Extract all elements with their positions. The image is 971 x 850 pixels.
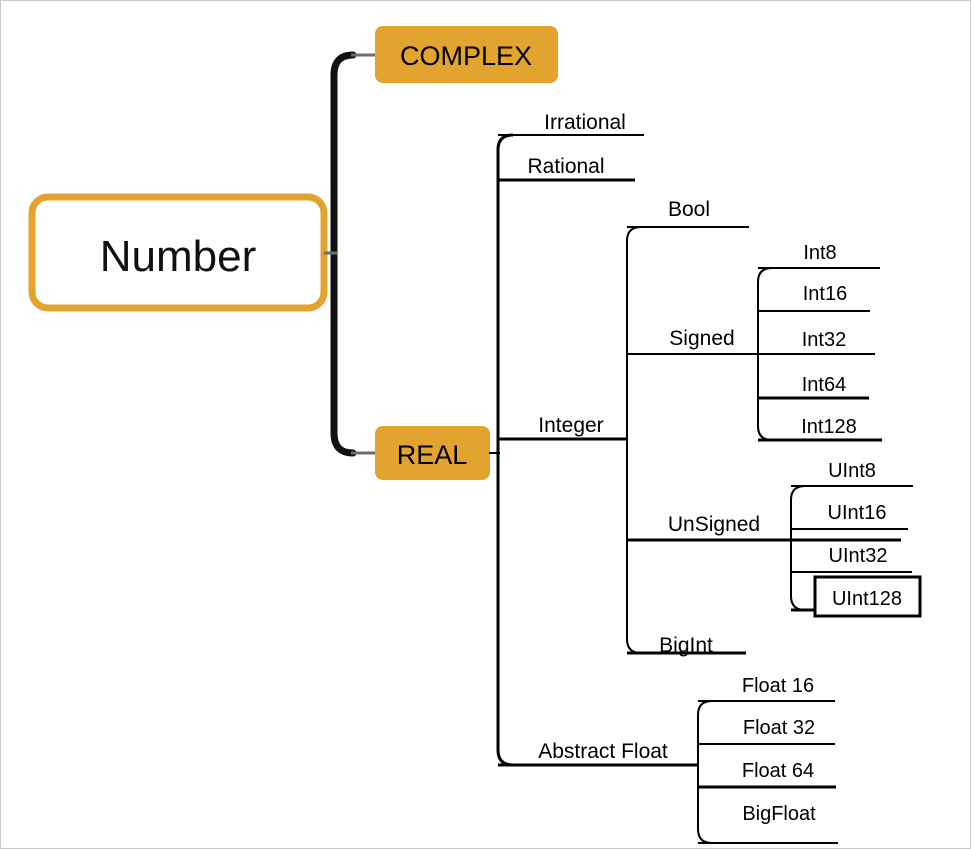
leaf-uint128-label: UInt128 [832,588,902,610]
branch-abstract-float[interactable]: Abstract Float [498,740,698,767]
leaf-int8-label: Int8 [803,242,836,264]
branch-irrational[interactable]: Irrational [498,111,644,136]
branch-bigint[interactable]: BigInt [627,634,746,657]
leaf-int128-label: Int128 [801,416,857,438]
unsigned-children-spine [790,485,806,611]
leaf-bigfloat-label: BigFloat [742,803,816,825]
leaf-float16[interactable]: Float 16 [698,675,835,702]
leaf-uint8[interactable]: UInt8 [791,460,913,487]
leaf-float64-label: Float 64 [742,760,814,782]
float-children-spine [697,700,713,844]
branch-bigint-label: BigInt [659,634,713,657]
branch-integer-label: Integer [538,414,603,437]
leaf-uint32-label: UInt32 [829,545,888,567]
leaf-int64-label: Int64 [802,374,846,396]
branch-rational-label: Rational [527,155,604,178]
leaf-uint16[interactable]: UInt16 [791,502,908,530]
leaf-int8[interactable]: Int8 [758,242,880,269]
integer-children-spine [626,226,642,654]
leaf-int32[interactable]: Int32 [758,329,875,355]
leaf-uint32[interactable]: UInt32 [791,545,912,573]
leaf-float32[interactable]: Float 32 [698,717,835,745]
branch-unsigned[interactable]: UnSigned [627,513,901,542]
branch-bool-label: Bool [668,198,710,221]
leaf-int32-label: Int32 [802,329,846,351]
leaf-float64[interactable]: Float 64 [698,760,836,789]
branch-signed-label: Signed [669,327,734,350]
root-node-number[interactable]: Number [28,193,328,312]
node-real-label: REAL [397,440,468,470]
leaf-uint128-selection-box [813,575,922,618]
leaf-int128[interactable]: Int128 [758,416,882,442]
root-node-label: Number [100,232,257,281]
node-complex-label: COMPLEX [400,41,532,71]
node-real-box [375,426,490,480]
leaf-float32-label: Float 32 [743,717,815,739]
real-children-spine [496,133,514,767]
node-real[interactable]: REAL [375,426,490,480]
leaf-int16[interactable]: Int16 [758,283,870,312]
branch-integer[interactable]: Integer [498,414,628,441]
branch-bool[interactable]: Bool [627,198,749,228]
leaf-uint8-label: UInt8 [828,460,876,482]
leaf-float16-label: Float 16 [742,675,814,697]
branch-irrational-label: Irrational [544,111,626,134]
branch-abstract-float-label: Abstract Float [538,740,668,763]
branch-unsigned-label: UnSigned [668,513,760,536]
branch-rational[interactable]: Rational [498,155,635,182]
leaf-int64[interactable]: Int64 [758,374,869,400]
leaf-uint16-label: UInt16 [828,502,887,524]
leaf-int16-label: Int16 [803,283,847,305]
leaf-bigfloat[interactable]: BigFloat [698,803,838,844]
node-complex-box [375,26,558,83]
leaf-uint128[interactable]: UInt128 [791,575,922,618]
node-complex[interactable]: COMPLEX [375,26,558,83]
